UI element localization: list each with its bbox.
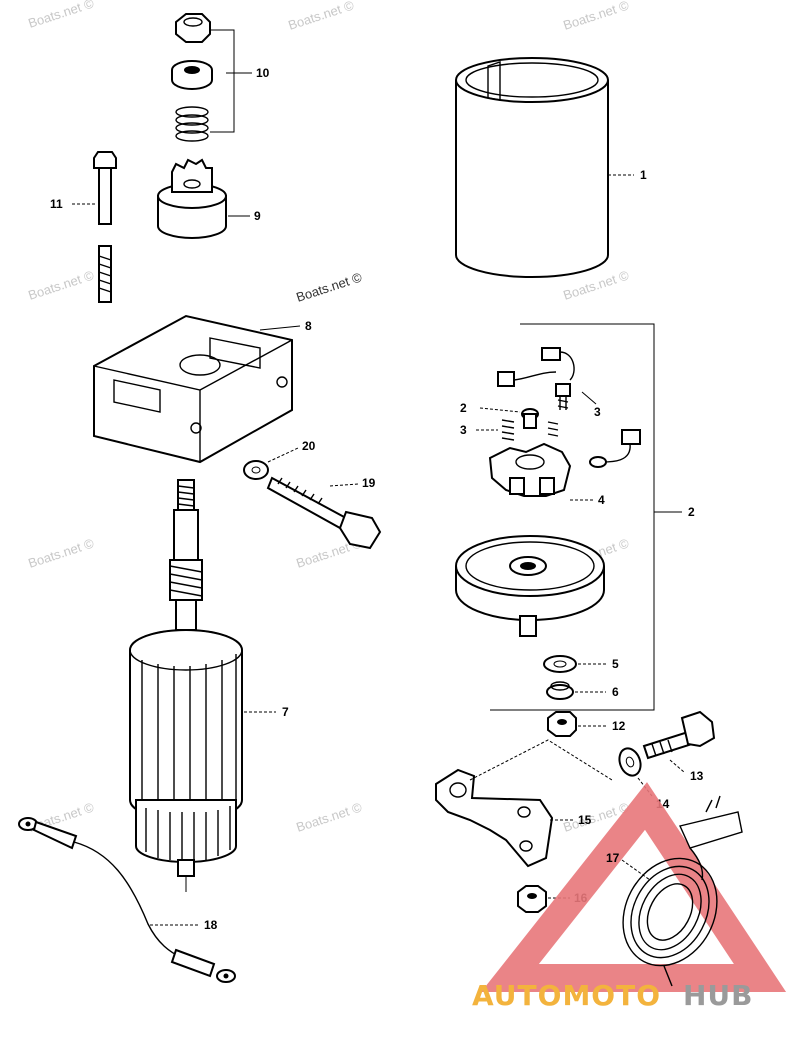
callout-17: 17	[606, 851, 620, 865]
brand-wordmark: AUTOMOTO HUB	[472, 979, 754, 1012]
callout-6: 6	[612, 685, 619, 699]
part-6-insulator[interactable]	[546, 681, 574, 700]
callout-13: 13	[690, 769, 704, 783]
part-1-motor-frame[interactable]	[455, 57, 609, 278]
brand-text-hub: HUB	[683, 979, 754, 1012]
callout-10: 10	[256, 66, 270, 80]
callout-5: 5	[612, 657, 619, 671]
callout-4: 4	[598, 493, 605, 507]
part-3-brush-springs[interactable]	[497, 347, 641, 468]
watermark: Boats.net ©	[26, 535, 96, 570]
part-4-brush-holder[interactable]	[488, 442, 572, 497]
watermark: Boats.net ©	[26, 0, 96, 31]
leader-19	[329, 483, 359, 487]
callout-20: 20	[302, 439, 316, 453]
part-15-mounting-bracket[interactable]	[435, 768, 554, 868]
callout-7: 7	[282, 705, 289, 719]
callout-2-screw: 2	[460, 401, 467, 415]
leader-3	[581, 391, 597, 405]
part-8-end-housing[interactable]	[93, 314, 293, 464]
brand-text-automoto: AUTOMOTO	[472, 979, 661, 1012]
leader-20	[267, 447, 299, 463]
group-2-bracket	[490, 323, 655, 711]
brand-logo	[481, 782, 787, 992]
part-14-washer[interactable]	[616, 745, 644, 778]
callout-3-left: 3	[460, 423, 467, 437]
callout-2: 2	[688, 505, 695, 519]
part-2-screw[interactable]	[521, 408, 539, 429]
part-18-cable[interactable]	[18, 817, 236, 983]
watermark: Boats.net ©	[26, 267, 96, 302]
callout-8: 8	[305, 319, 312, 333]
part-11-through-bolt[interactable]	[93, 151, 117, 303]
watermark: Boats.net ©	[294, 799, 364, 834]
callout-9: 9	[254, 209, 261, 223]
part-20-washer[interactable]	[243, 460, 269, 480]
leader-15-group	[469, 739, 613, 781]
callout-18: 18	[204, 918, 218, 932]
leader-8	[259, 325, 301, 331]
watermark: Boats.net ©	[294, 269, 364, 304]
leader-13	[669, 759, 685, 773]
part-9-pinion-drive[interactable]	[157, 158, 227, 239]
part-10-nut-washer-spring[interactable]	[171, 13, 252, 142]
part-13-bolt[interactable]	[642, 710, 716, 760]
watermark: Boats.net ©	[286, 0, 356, 33]
leader-2b	[479, 407, 521, 413]
callout-15: 15	[578, 813, 592, 827]
watermark: Boats.net ©	[561, 0, 631, 33]
callout-3-right: 3	[594, 405, 601, 419]
part-2-end-cap[interactable]	[455, 535, 605, 637]
callout-11: 11	[50, 197, 63, 211]
part-12-nut[interactable]	[547, 711, 577, 737]
callout-1: 1	[640, 168, 647, 182]
leader-17	[621, 859, 651, 881]
part-7-armature[interactable]	[129, 479, 243, 892]
part-5-washer[interactable]	[543, 655, 577, 673]
callout-12: 12	[612, 719, 626, 733]
part-17-solenoid-coil[interactable]	[605, 795, 743, 987]
callout-19: 19	[362, 476, 376, 490]
part-16-nut[interactable]	[517, 885, 547, 913]
part-19-bolt[interactable]	[266, 476, 382, 550]
